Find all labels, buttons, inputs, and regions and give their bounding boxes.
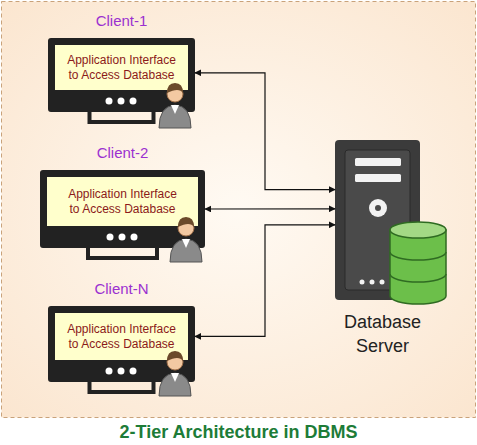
node-heading: Client-N [35, 280, 208, 298]
bidirectional-arrow [195, 73, 335, 190]
node-label: Application Interface to Access Database [62, 322, 182, 352]
monitor-stand [88, 248, 157, 258]
node-label: Application Interface to Access Database [63, 187, 183, 217]
bidirectional-arrow [205, 208, 335, 209]
diagram-caption: 2-Tier Architecture in DBMS [0, 421, 477, 443]
node-label: Application Interface to Access Database [62, 53, 182, 83]
node-heading: Client-1 [35, 12, 208, 30]
client-monitor: Client-1Application Interface to Access … [48, 38, 195, 112]
node-heading: Database Server [327, 310, 438, 358]
monitor-stand [90, 382, 154, 392]
database-server: Database Server [335, 140, 420, 300]
node-heading: Client-2 [27, 144, 218, 162]
bidirectional-arrow [195, 225, 335, 337]
monitor-stand [90, 112, 154, 122]
client-monitor: Client-2Application Interface to Access … [40, 170, 205, 248]
background-panel [2, 2, 476, 418]
client-monitor: Client-NApplication Interface to Access … [48, 306, 195, 382]
